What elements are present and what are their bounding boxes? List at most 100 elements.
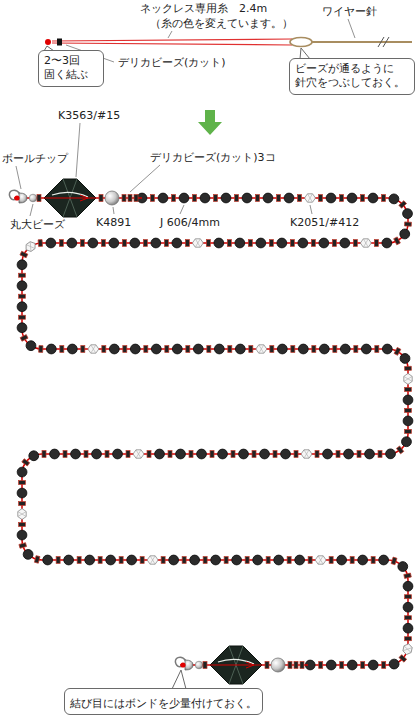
delica-bead [287, 557, 291, 564]
round-bead [67, 238, 77, 248]
part-label: K3563/#15 [58, 109, 120, 122]
callout-tail [172, 670, 186, 689]
crystal-facet [195, 239, 200, 247]
wire-needle [312, 41, 412, 43]
round-bead [109, 344, 119, 354]
round-bead [24, 339, 38, 353]
round-bead [21, 547, 35, 561]
round-bead [43, 555, 53, 565]
delica-bead [405, 595, 412, 599]
round-bead [326, 660, 336, 670]
round-bead [340, 344, 350, 354]
delica-bead [172, 195, 176, 202]
round-bead [284, 193, 294, 203]
crystal-bead [18, 509, 26, 520]
round-bead [284, 193, 294, 203]
round-bead [21, 547, 35, 561]
delica-bead [105, 451, 109, 458]
round-bead [326, 193, 336, 203]
delica-bead [126, 451, 130, 458]
delica-bead [168, 451, 172, 458]
delica-bead [39, 345, 43, 352]
delica-bead [151, 195, 155, 202]
delica-bead [357, 451, 361, 458]
delica-bead [340, 195, 344, 202]
delica-bead [319, 195, 323, 202]
crystal-bead [301, 450, 312, 458]
delica-bead [59, 240, 63, 247]
delica-bead [84, 451, 88, 458]
round-bead [337, 555, 347, 565]
round-bead [368, 193, 378, 203]
crystal-bead [88, 345, 99, 353]
round-bead [169, 555, 179, 565]
delica-bead [119, 557, 123, 564]
delica-bead [19, 294, 26, 298]
round-bead [151, 238, 161, 248]
crystal-facet [304, 450, 309, 458]
delica-bead [391, 557, 397, 565]
crystal-bead [88, 345, 99, 353]
delica-bead [101, 240, 105, 247]
delica-bead [291, 346, 295, 353]
delica-bead [270, 346, 274, 353]
delica-bead [353, 240, 357, 247]
round-bead [193, 344, 203, 354]
delica-bead [374, 240, 378, 247]
delica-bead [20, 251, 28, 258]
delica-bead [375, 346, 379, 353]
delica-bead [189, 451, 193, 458]
delica-bead [308, 557, 312, 564]
delica-bead [186, 346, 190, 353]
round-bead [365, 449, 375, 459]
delica-bead [312, 346, 316, 353]
callout-text: 結び目にはボンドを少量付けておく。 [70, 697, 257, 711]
round-bead [67, 344, 77, 354]
round-bead [403, 416, 413, 426]
delica-bead [266, 557, 270, 564]
round-bead [221, 193, 231, 203]
delica-bead [42, 451, 46, 458]
round-bead [295, 555, 305, 565]
delica-bead [399, 201, 407, 209]
delica-bead [394, 347, 401, 355]
crystal-bead [404, 373, 412, 384]
delica-bead [206, 240, 210, 247]
delica-bead [119, 557, 123, 564]
round-bead [17, 281, 27, 291]
delica-bead [59, 240, 63, 247]
delica-bead [249, 346, 253, 353]
delica-bead [214, 195, 218, 202]
necklace-thread [22, 198, 408, 665]
round-bead [403, 416, 413, 426]
round-bead [253, 555, 263, 565]
round-bead [151, 238, 161, 248]
delica-bead [354, 346, 358, 353]
delica-bead [164, 240, 168, 247]
round-bead [17, 281, 27, 291]
delica-bead [273, 451, 277, 458]
round-bead [396, 560, 410, 574]
delica-bead [404, 573, 411, 578]
leader-line [30, 204, 33, 216]
delica-bead [357, 451, 361, 458]
leader-line [113, 207, 114, 214]
round-bead [277, 344, 287, 354]
round-bead [402, 208, 414, 220]
round-bead [368, 660, 378, 670]
round-bead [46, 344, 56, 354]
round-bead [127, 555, 137, 565]
delica-bead [98, 557, 102, 564]
round-bead [64, 555, 74, 565]
clasp-end [175, 646, 308, 684]
crystal-bead [18, 509, 26, 520]
leader-line [180, 205, 184, 214]
round-bead [242, 193, 252, 203]
round-bead [155, 449, 165, 459]
delica-bead [371, 557, 375, 564]
round-bead [46, 238, 56, 248]
round-bead [382, 344, 392, 354]
crystal-facet [308, 194, 313, 202]
round-bead [67, 344, 77, 354]
crystal-bead [24, 240, 38, 253]
